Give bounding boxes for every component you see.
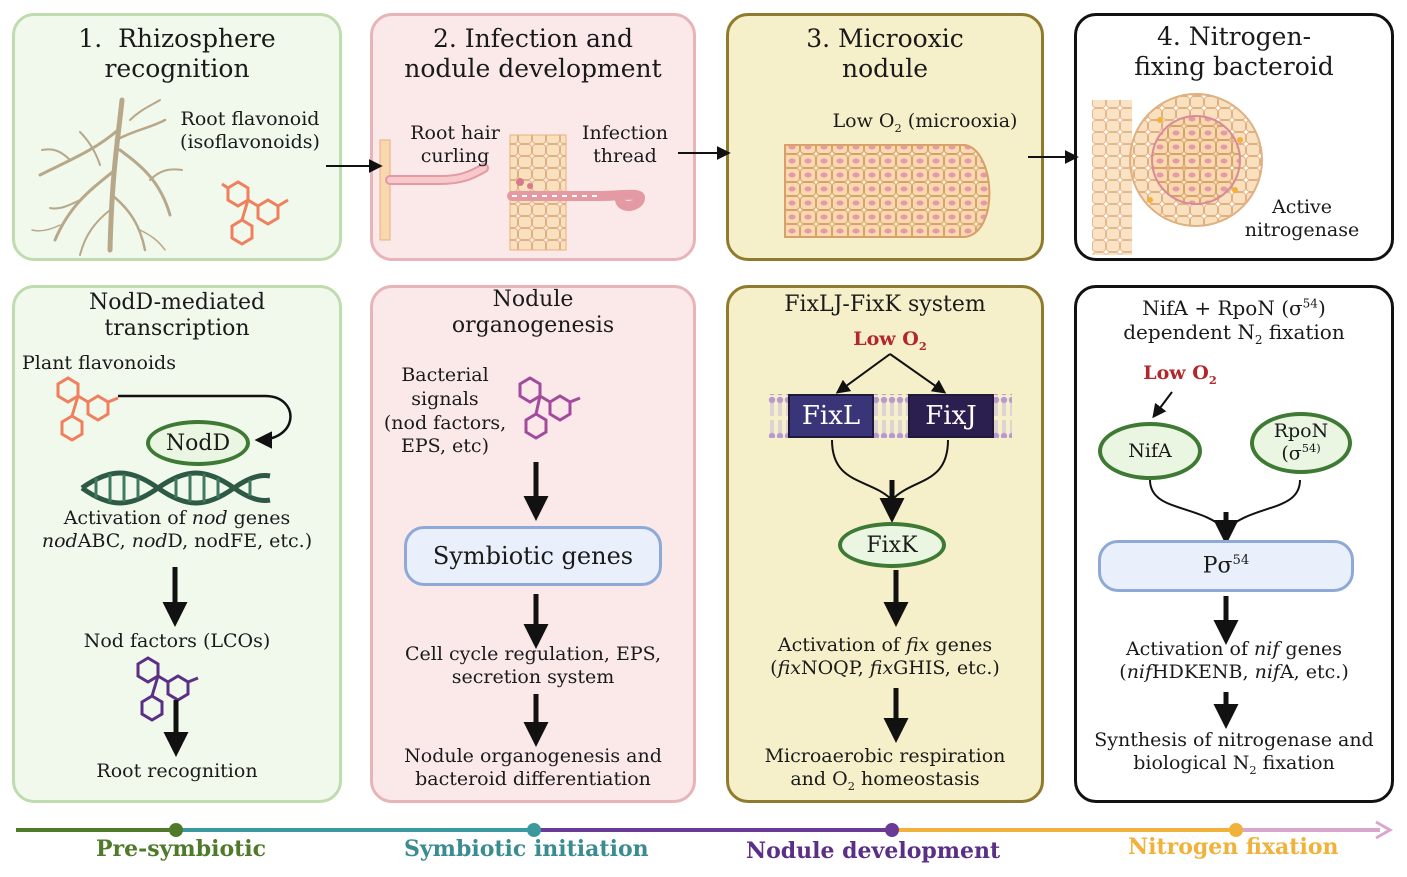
flavonoid-molecule-icon	[221, 180, 289, 246]
b3-activation-fix: Activation of fix genes (fixNOQP, fixGHI…	[770, 634, 1000, 679]
fixk-node: FixK	[838, 522, 946, 568]
p1-label: Root flavonoid(isoflavonoids)	[180, 108, 320, 153]
b3-respiration: Microaerobic respiration and O2 homeosta…	[764, 745, 1006, 793]
flavonoid-to-nodd-arrow	[118, 394, 292, 449]
root-hair-infection-icon	[379, 134, 646, 251]
panel-microoxic-nodule	[726, 13, 1044, 261]
b4-low-o2: Low O2	[1143, 362, 1217, 387]
b1-plant-flavonoids: Plant flavonoids	[22, 352, 176, 374]
stage-pre-symbiotic: Pre-symbiotic	[96, 836, 267, 862]
root-system-icon	[31, 97, 183, 256]
b2-cell-cycle: Cell cycle regulation, EPS,secretion sys…	[405, 643, 661, 688]
dna-helix-icon	[80, 470, 271, 506]
fixj-box: FixJ	[908, 394, 994, 438]
b3-low-o2: Low O2	[853, 328, 927, 353]
p1-title: 1. Rhizosphere recognition	[78, 24, 276, 83]
fixl-box: FixL	[788, 394, 874, 438]
timeline	[16, 820, 1394, 840]
bacterial-signal-molecule-icon	[518, 376, 581, 440]
p4-title: 4. Nitrogen-fixing bacteroid	[1134, 22, 1334, 81]
psigma-box: Pσ54	[1098, 540, 1354, 592]
rpon-node: RpoN(σ54)	[1250, 412, 1352, 474]
b1-nod-factors: Nod factors (LCOs)	[83, 630, 271, 652]
b3-title: FixLJ-FixK system	[784, 292, 986, 317]
plant-flavonoid-molecule-icon	[56, 376, 119, 442]
symbiotic-genes-box: Symbiotic genes	[404, 526, 662, 586]
stage-nitrogen-fixation: Nitrogen fixation	[1128, 834, 1339, 860]
microoxic-nodule-icon	[784, 144, 991, 238]
nod-factor-molecule-icon	[136, 656, 199, 722]
nifa-node: NifA	[1098, 422, 1202, 480]
b1-activation-nod: Activation of nod genes nodABC, nodD, no…	[41, 507, 313, 552]
p3-label: Low O2 (microoxia)	[832, 110, 1018, 135]
stage-nodule-development: Nodule development	[746, 838, 1001, 864]
stage-symbiotic-initiation: Symbiotic initiation	[404, 836, 649, 862]
bacteroid-nodule-icon	[1092, 93, 1263, 255]
b4-title: NifA + RpoN (σ54) dependent N2 fixation	[1123, 296, 1345, 347]
b4-synthesis: Synthesis of nitrogenase and biological …	[1094, 729, 1374, 777]
b4-activation-nif: Activation of nif genes (nifHDKENB, nifA…	[1119, 638, 1349, 683]
b1-root-recognition: Root recognition	[96, 760, 258, 782]
nodd-node: NodD	[146, 420, 250, 466]
